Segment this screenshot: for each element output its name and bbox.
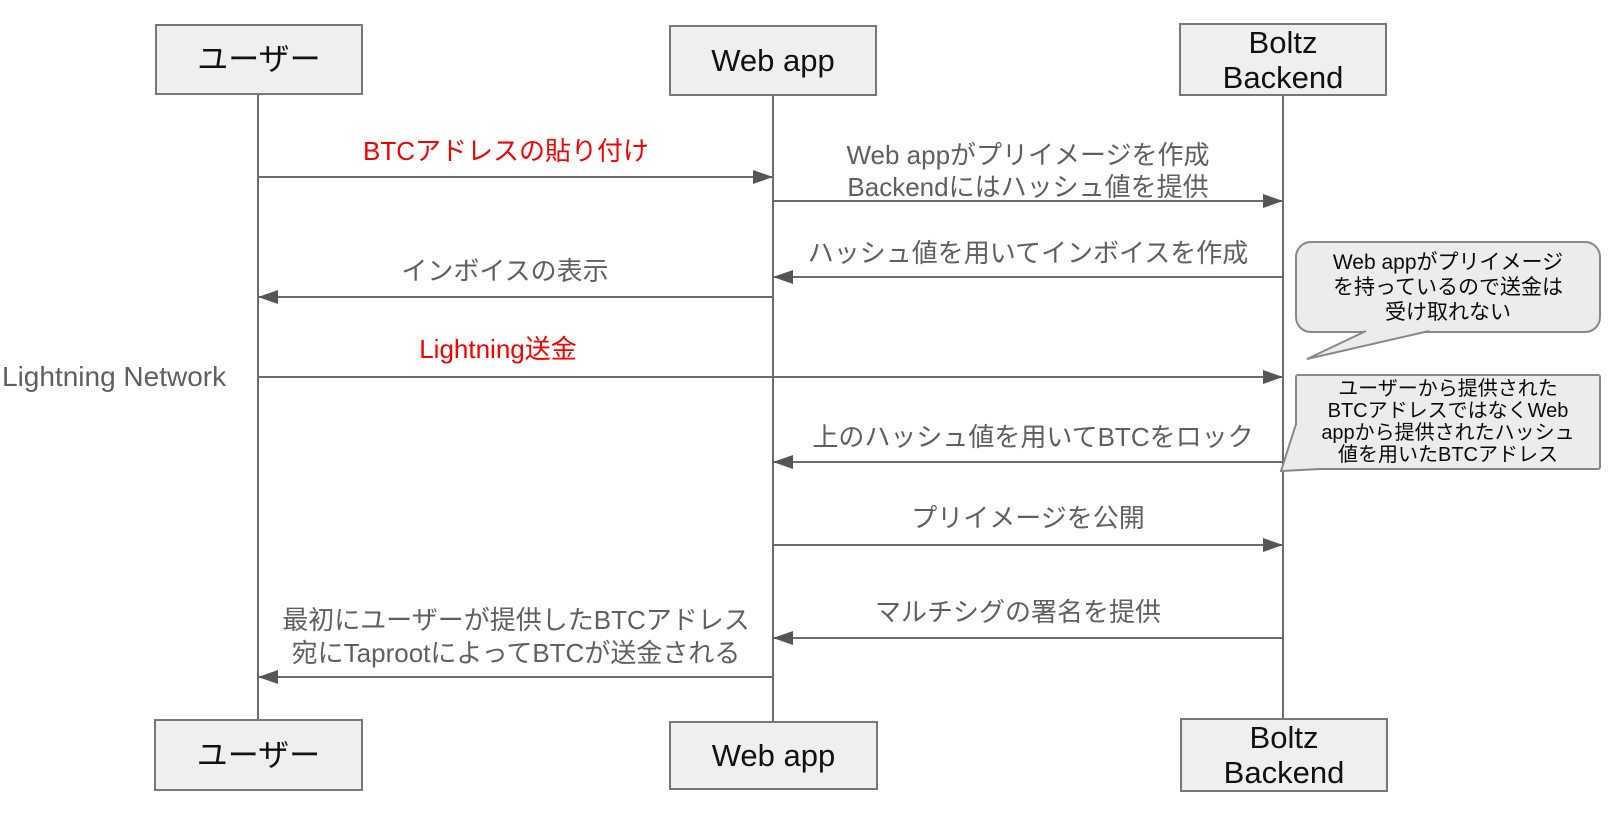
message-lightning-payment: Lightning送金 <box>419 334 577 364</box>
callout-btc-address-note-text: ユーザーから提供された BTCアドレスではなくWeb appから提供されたハッシ… <box>1321 378 1575 466</box>
actor-label-user-bottom: ユーザー <box>196 737 321 773</box>
actor-box-webapp-top: Web app <box>669 25 877 96</box>
lightning-network-label: Lightning Network <box>2 361 227 392</box>
callout-preimage-note-text: Web appがプリイメージ を持っているので送金は 受け取れない <box>1332 250 1564 324</box>
message-preimage-revealed: プリイメージを公開 <box>911 503 1145 533</box>
message-invoice-created: ハッシュ値を用いてインボイスを作成 <box>807 238 1249 268</box>
actor-label-webapp-top: Web app <box>711 43 835 78</box>
message-btc-address-paste: BTCアドレスの貼り付け <box>362 136 649 166</box>
actor-box-backend-bottom: Boltz Backend <box>1180 718 1388 792</box>
actor-label-backend-bottom: Boltz Backend <box>1223 720 1345 790</box>
callout-preimage-note: Web appがプリイメージ を持っているので送金は 受け取れない <box>1295 241 1601 333</box>
actor-box-user-top: ユーザー <box>155 24 363 95</box>
actor-box-backend-top: Boltz Backend <box>1179 23 1387 96</box>
message-taproot-payout: 最初にユーザーが提供したBTCアドレス 宛にTaprootによってBTCが送金さ… <box>282 605 750 668</box>
message-multisig-signature: マルチシグの署名を提供 <box>874 597 1161 627</box>
actor-label-user-top: ユーザー <box>197 42 321 77</box>
actor-box-webapp-bottom: Web app <box>669 721 878 790</box>
actor-label-backend-top: Boltz Backend <box>1222 24 1344 95</box>
callout-tail-1 <box>1306 330 1430 360</box>
actor-box-user-bottom: ユーザー <box>154 719 363 791</box>
message-btc-locked: 上のハッシュ値を用いてBTCをロック <box>812 422 1254 452</box>
message-invoice-shown: インボイスの表示 <box>401 256 609 286</box>
callout-btc-address-note: ユーザーから提供された BTCアドレスではなくWeb appから提供されたハッシ… <box>1295 374 1601 470</box>
message-preimage-created: Web appがプリイメージを作成 Backendにはハッシュ値を提供 <box>846 140 1210 202</box>
actor-label-webapp-bottom: Web app <box>711 738 836 773</box>
